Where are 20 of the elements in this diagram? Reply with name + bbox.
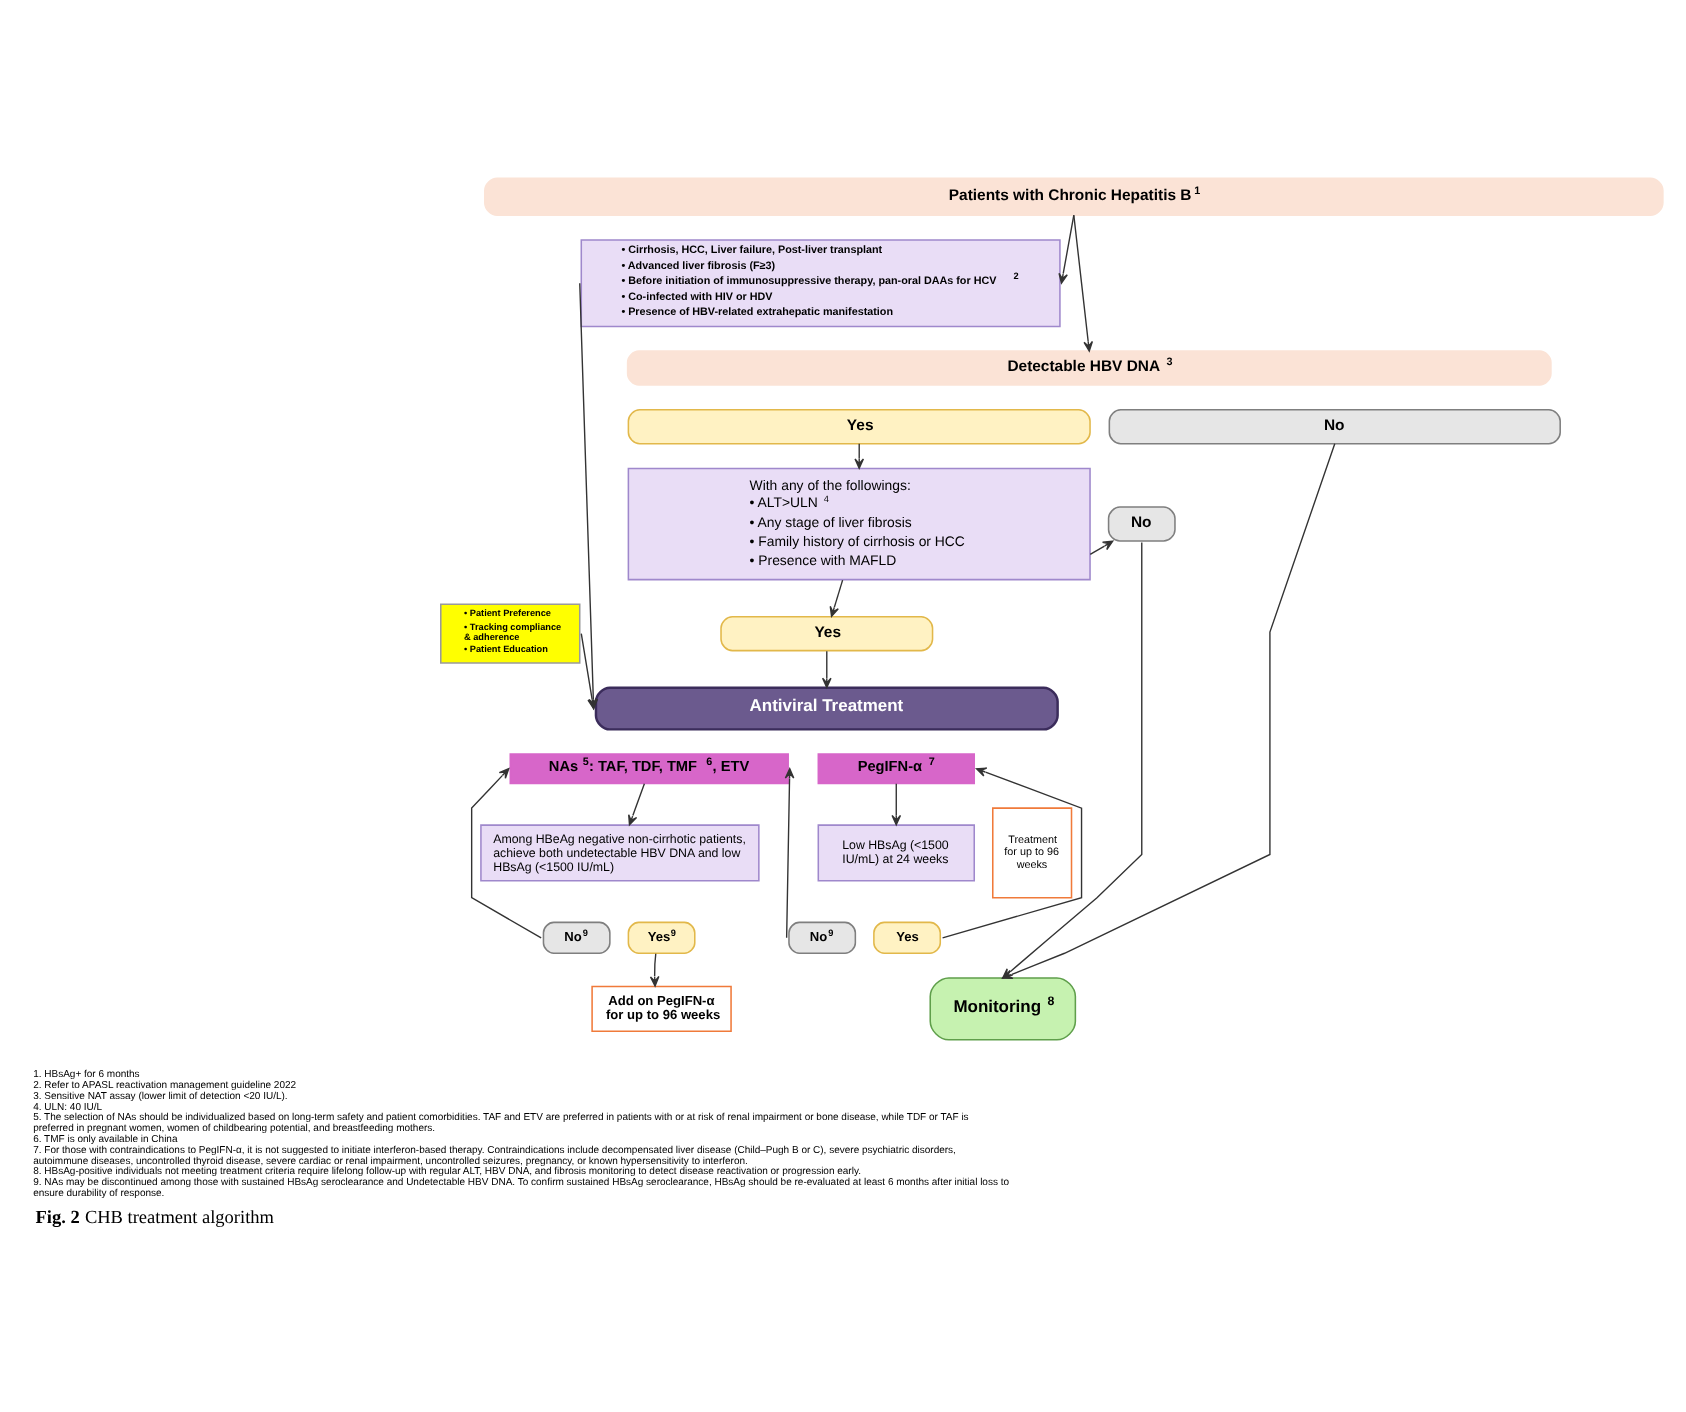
node-box: No [1108, 408, 1561, 444]
node-box: No [1107, 505, 1176, 541]
arrow [1089, 539, 1114, 555]
node-box: Antiviral Treatment [594, 685, 1059, 730]
arrow [628, 782, 646, 825]
node-box: Yes [720, 614, 934, 651]
node-box: Yes [627, 408, 1091, 444]
arrow [891, 782, 902, 825]
node-box: Patients with Chronic Hepatitis B $^{1}$ [484, 176, 1664, 215]
arrow [941, 766, 1083, 938]
node-box: Monitoring $^{8}$ [929, 976, 1077, 1040]
arrow [784, 767, 795, 938]
arrow [1058, 213, 1075, 283]
node-box: Detectable HBV DNA $^{3}$ [626, 349, 1552, 385]
arrow [1073, 213, 1094, 351]
arrow [829, 578, 844, 617]
arrow [649, 952, 660, 986]
arrow [470, 767, 542, 938]
caption: Fig. 2 CHB treatment algorithm [35, 1207, 274, 1228]
arrow [821, 649, 832, 688]
